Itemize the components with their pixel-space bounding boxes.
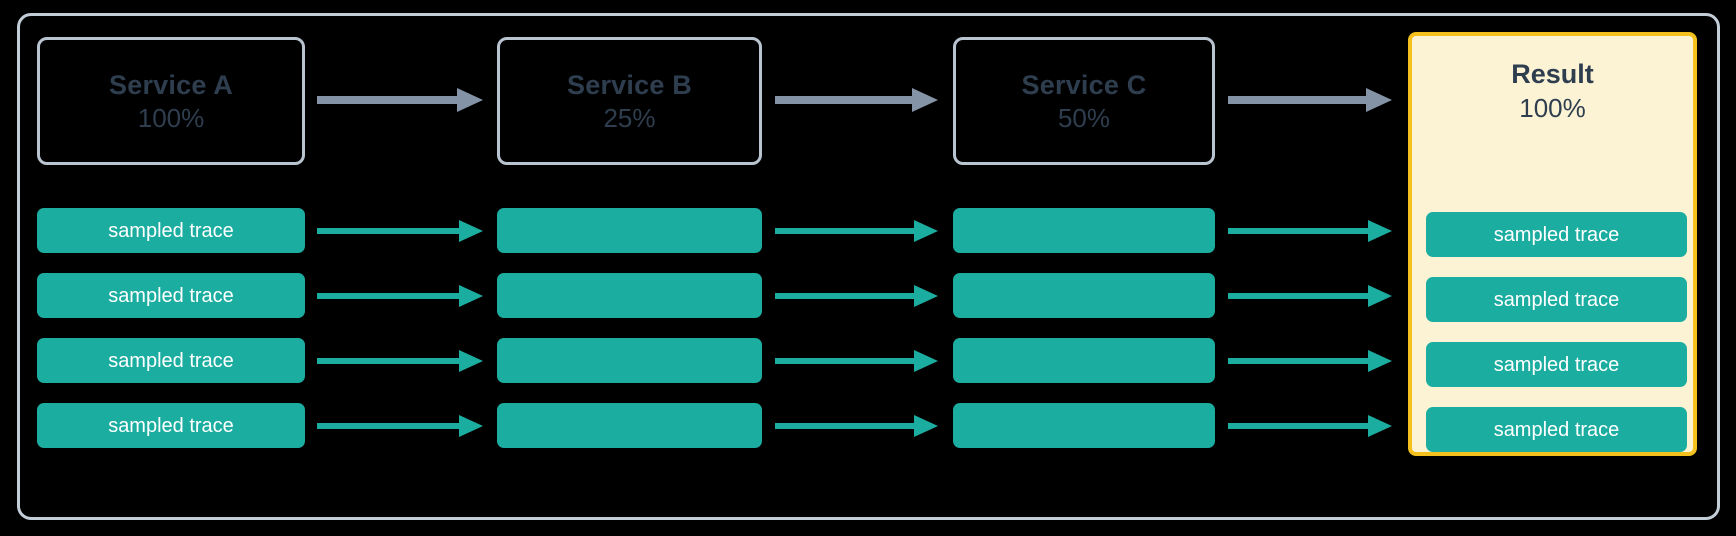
- service-c-title: Service C: [1021, 69, 1147, 100]
- trace-bar-label: sampled trace: [1493, 223, 1620, 246]
- trace-bar-service-a-row-3: sampled trace: [37, 403, 305, 448]
- service-c-percent: 50%: [1057, 102, 1111, 133]
- diagram-outer-frame: [17, 13, 1720, 520]
- result-header: Result 100%: [1412, 59, 1693, 123]
- service-b-title: Service B: [567, 69, 692, 100]
- trace-bar-service-b-row-3: [497, 403, 762, 448]
- arrow-trace-row-0-a-to-b-icon: [317, 220, 483, 242]
- trace-bar-service-a-row-2: sampled trace: [37, 338, 305, 383]
- trace-bar-label: sampled trace: [108, 219, 234, 242]
- arrow-trace-row-3-b-to-c-icon: [775, 415, 938, 437]
- arrow-trace-row-2-c-to-result-icon: [1228, 350, 1392, 372]
- trace-bar-service-b-row-2: [497, 338, 762, 383]
- trace-bar-result-row-1: sampled trace: [1426, 277, 1687, 322]
- trace-bar-service-a-row-1: sampled trace: [37, 273, 305, 318]
- arrow-trace-row-0-b-to-c-icon: [775, 220, 938, 242]
- service-a-title: Service A: [109, 69, 233, 100]
- service-box-service-b: Service B 25%: [497, 37, 762, 165]
- arrow-trace-row-1-b-to-c-icon: [775, 285, 938, 307]
- arrow-service-b-to-service-c-icon: [775, 88, 938, 112]
- trace-bar-service-b-row-0: [497, 208, 762, 253]
- trace-bar-service-b-row-1: [497, 273, 762, 318]
- trace-bar-service-c-row-2: [953, 338, 1215, 383]
- service-a-percent: 100%: [137, 102, 205, 133]
- trace-bar-label: sampled trace: [108, 349, 234, 372]
- trace-bar-label: sampled trace: [1493, 418, 1620, 441]
- arrow-trace-row-2-a-to-b-icon: [317, 350, 483, 372]
- arrow-service-a-to-service-b-icon: [317, 88, 483, 112]
- trace-bar-label: sampled trace: [1493, 353, 1620, 376]
- arrow-trace-row-3-a-to-b-icon: [317, 415, 483, 437]
- result-box: Result 100% sampled trace sampled trace …: [1408, 32, 1697, 456]
- result-percent: 100%: [1519, 93, 1586, 123]
- arrow-trace-row-1-a-to-b-icon: [317, 285, 483, 307]
- arrow-service-c-to-result-icon: [1228, 88, 1392, 112]
- trace-bar-service-c-row-1: [953, 273, 1215, 318]
- trace-bar-label: sampled trace: [108, 284, 234, 307]
- trace-bar-result-row-3: sampled trace: [1426, 407, 1687, 452]
- service-box-service-a: Service A 100%: [37, 37, 305, 165]
- service-b-percent: 25%: [603, 102, 656, 133]
- service-box-service-c: Service C 50%: [953, 37, 1215, 165]
- trace-bar-result-row-0: sampled trace: [1426, 212, 1687, 257]
- arrow-trace-row-2-b-to-c-icon: [775, 350, 938, 372]
- trace-bar-result-row-2: sampled trace: [1426, 342, 1687, 387]
- trace-bar-service-a-row-0: sampled trace: [37, 208, 305, 253]
- arrow-trace-row-0-c-to-result-icon: [1228, 220, 1392, 242]
- arrow-trace-row-3-c-to-result-icon: [1228, 415, 1392, 437]
- trace-bar-label: sampled trace: [108, 414, 234, 437]
- trace-bar-label: sampled trace: [1493, 288, 1620, 311]
- result-title: Result: [1511, 59, 1594, 89]
- arrow-trace-row-1-c-to-result-icon: [1228, 285, 1392, 307]
- trace-bar-service-c-row-3: [953, 403, 1215, 448]
- trace-bar-service-c-row-0: [953, 208, 1215, 253]
